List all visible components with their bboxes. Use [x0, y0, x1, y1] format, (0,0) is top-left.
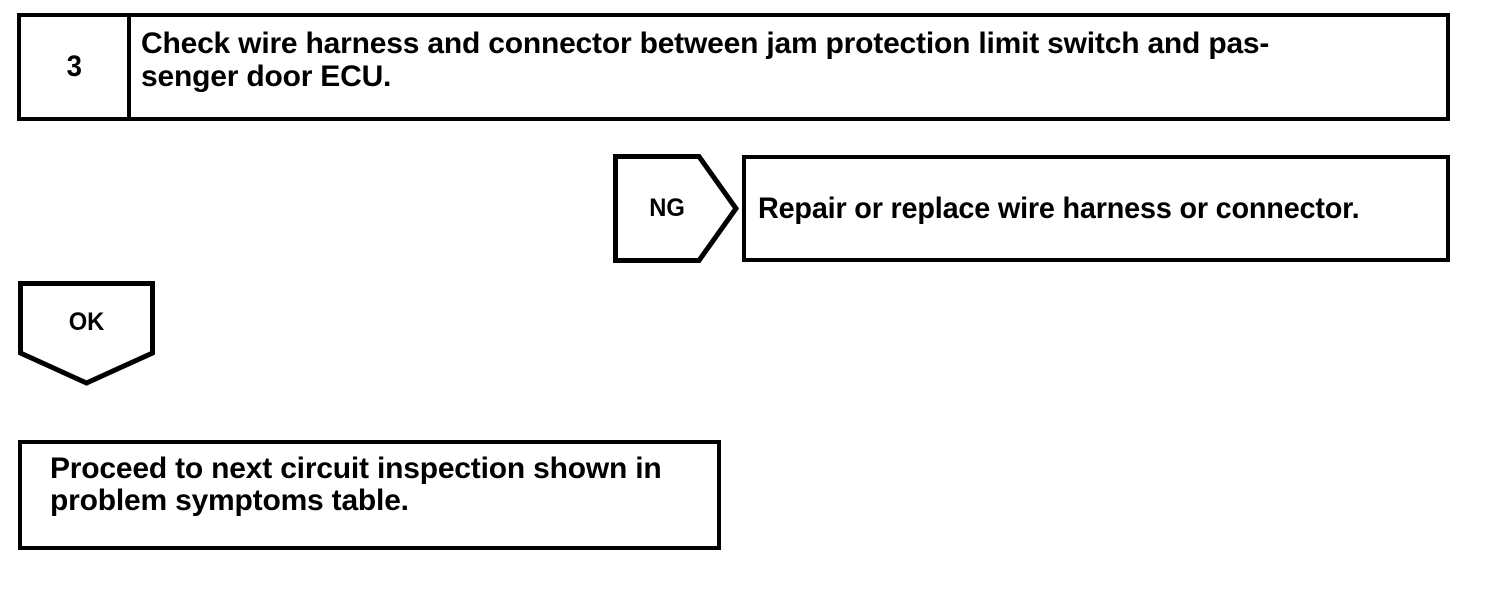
ng-branch-arrow-icon	[613, 154, 739, 263]
step-instruction-text: Check wire harness and connector between…	[141, 27, 1270, 93]
ok-outcome-box: Proceed to next circuit inspection shown…	[18, 440, 721, 550]
step-number: 3	[66, 50, 82, 83]
step-number-cell: 3	[21, 17, 131, 117]
ng-branch-label: NG	[649, 194, 685, 222]
step-table: 3 Check wire harness and connector betwe…	[17, 13, 1450, 121]
ng-outcome-box: Repair or replace wire harness or connec…	[742, 155, 1450, 262]
ok-branch-arrow-icon	[18, 281, 155, 386]
ok-outcome-text: Proceed to next circuit inspection shown…	[50, 452, 662, 517]
ok-branch-label: OK	[68, 307, 105, 336]
ng-outcome-text: Repair or replace wire harness or connec…	[758, 192, 1360, 225]
step-instruction-cell: Check wire harness and connector between…	[131, 17, 1446, 117]
